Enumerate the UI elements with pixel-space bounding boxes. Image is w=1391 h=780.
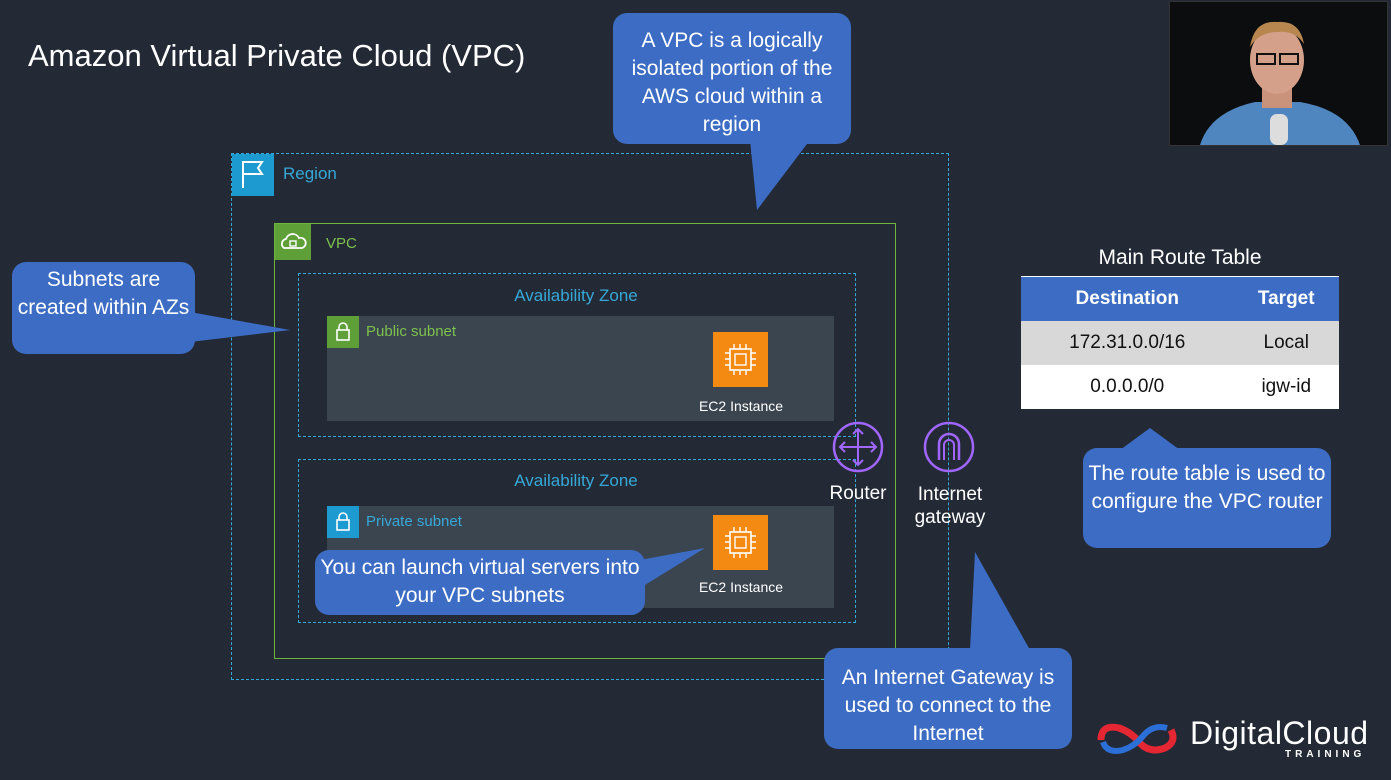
- igw-label-line2: gateway: [914, 507, 986, 528]
- private-subnet-label: Private subnet: [366, 513, 462, 530]
- internet-gateway-icon: [922, 420, 976, 479]
- route-table: Destination Target 172.31.0.0/16 Local 0…: [1021, 276, 1339, 409]
- availability-zone-1: [298, 273, 856, 437]
- presenter-video: [1169, 1, 1388, 146]
- vpc-label: VPC: [326, 235, 357, 252]
- callout-vpc: A VPC is a logically isolated portion of…: [613, 13, 851, 144]
- logo-name: DigitalCloud: [1190, 715, 1369, 751]
- vpc-cloud-icon: [275, 224, 311, 260]
- az-label-1: Availability Zone: [514, 286, 638, 305]
- internet-gateway-label: Internet gateway: [898, 483, 1002, 529]
- callout-route-table: The route table is used to configure the…: [1083, 448, 1331, 548]
- route-table-header-target: Target: [1233, 276, 1339, 321]
- igw-label-line1: Internet: [917, 484, 983, 505]
- table-row: 0.0.0.0/0 igw-id: [1021, 365, 1339, 409]
- ec2-instance-label-2: EC2 Instance: [698, 579, 784, 595]
- callout-launch: You can launch virtual servers into your…: [315, 550, 645, 615]
- ec2-chip-icon: [713, 515, 768, 570]
- route-destination: 0.0.0.0/0: [1021, 365, 1234, 409]
- logo-tagline: TRAINING: [1285, 749, 1366, 760]
- az-label-2: Availability Zone: [514, 471, 638, 490]
- digitalcloud-logo-icon: [1097, 723, 1177, 754]
- route-table-header-destination: Destination: [1021, 276, 1234, 321]
- ec2-chip-icon: [713, 332, 768, 387]
- lock-icon: [327, 506, 359, 538]
- ec2-instance-label-1: EC2 Instance: [698, 398, 784, 414]
- table-row: 172.31.0.0/16 Local: [1021, 321, 1339, 365]
- lock-icon: [327, 316, 359, 348]
- region-flag-icon: [232, 154, 274, 196]
- vpc-boundary: [274, 223, 896, 659]
- public-subnet-label: Public subnet: [366, 323, 457, 340]
- callout-internet-gateway: An Internet Gateway is used to connect t…: [824, 648, 1072, 749]
- region-boundary: [231, 153, 949, 680]
- route-target: Local: [1233, 321, 1339, 365]
- route-table-title: Main Route Table: [1098, 246, 1262, 269]
- slide-title: Amazon Virtual Private Cloud (VPC): [28, 38, 526, 73]
- router-icon: [831, 420, 885, 479]
- router-label: Router: [829, 483, 887, 504]
- callout-subnets: Subnets are created within AZs: [12, 262, 195, 354]
- route-target: igw-id: [1233, 365, 1339, 409]
- availability-zone-2: [298, 459, 856, 623]
- region-label: Region: [283, 164, 337, 183]
- route-destination: 172.31.0.0/16: [1021, 321, 1234, 365]
